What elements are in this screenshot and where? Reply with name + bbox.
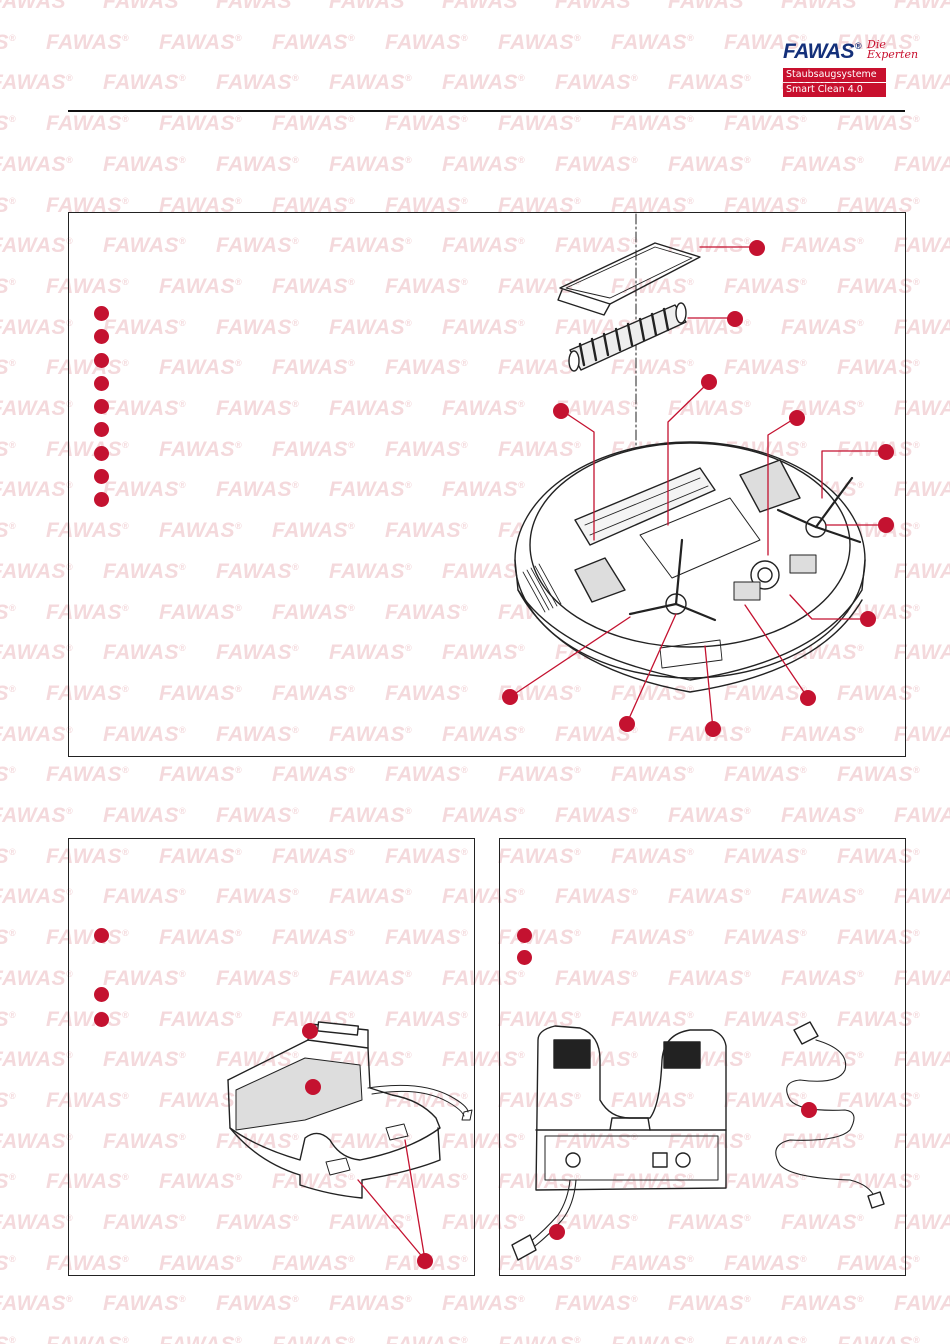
legend-marker [94,306,109,321]
legend-marker [94,928,109,943]
charging-base-front-panel [68,838,475,1276]
logo-line-1: Staubsaugsysteme [783,68,886,82]
legend-marker [94,987,109,1002]
callout-marker [553,403,569,419]
callout-marker [749,240,765,256]
callout-marker [878,444,894,460]
callout-marker [417,1253,433,1269]
callout-marker [549,1224,565,1240]
robot-body-illustration [514,441,866,693]
legend-marker [94,376,109,391]
callout-marker [860,611,876,627]
callout-marker [305,1079,321,1095]
callout-marker [705,721,721,737]
legend-marker [517,928,532,943]
callout-marker [619,716,635,732]
legend-marker [94,1012,109,1027]
legend-marker [94,399,109,414]
legend-marker [94,422,109,437]
robot-illustration [509,213,887,730]
robot-diagram-panel [68,212,906,757]
charging-base-back-illustration [511,1021,885,1261]
legend-marker [94,446,109,461]
callout-marker [727,311,743,327]
legend-marker [94,469,109,484]
callout-marker [878,517,894,533]
charging-base-back-panel [499,838,906,1276]
callout-marker [701,374,717,390]
callout-marker [801,1102,817,1118]
logo-registered-mark: ® [855,41,862,51]
header-rule [68,110,905,112]
legend-marker [94,492,109,507]
logo-line-2: Smart Clean 4.0 [783,83,886,97]
callout-marker [502,689,518,705]
fawas-logo: FAWAS ® Die Experten Staubsaugsysteme Sm… [781,38,918,100]
legend-marker [94,353,109,368]
logo-brand: FAWAS [783,40,855,63]
legend-marker [94,329,109,344]
charging-base-front-illustration [227,1021,473,1261]
callout-marker [302,1023,318,1039]
legend-marker [517,950,532,965]
callout-marker [800,690,816,706]
logo-script: Die Experten [867,38,919,61]
main-brush-illustration [568,302,687,372]
callout-marker [789,410,805,426]
